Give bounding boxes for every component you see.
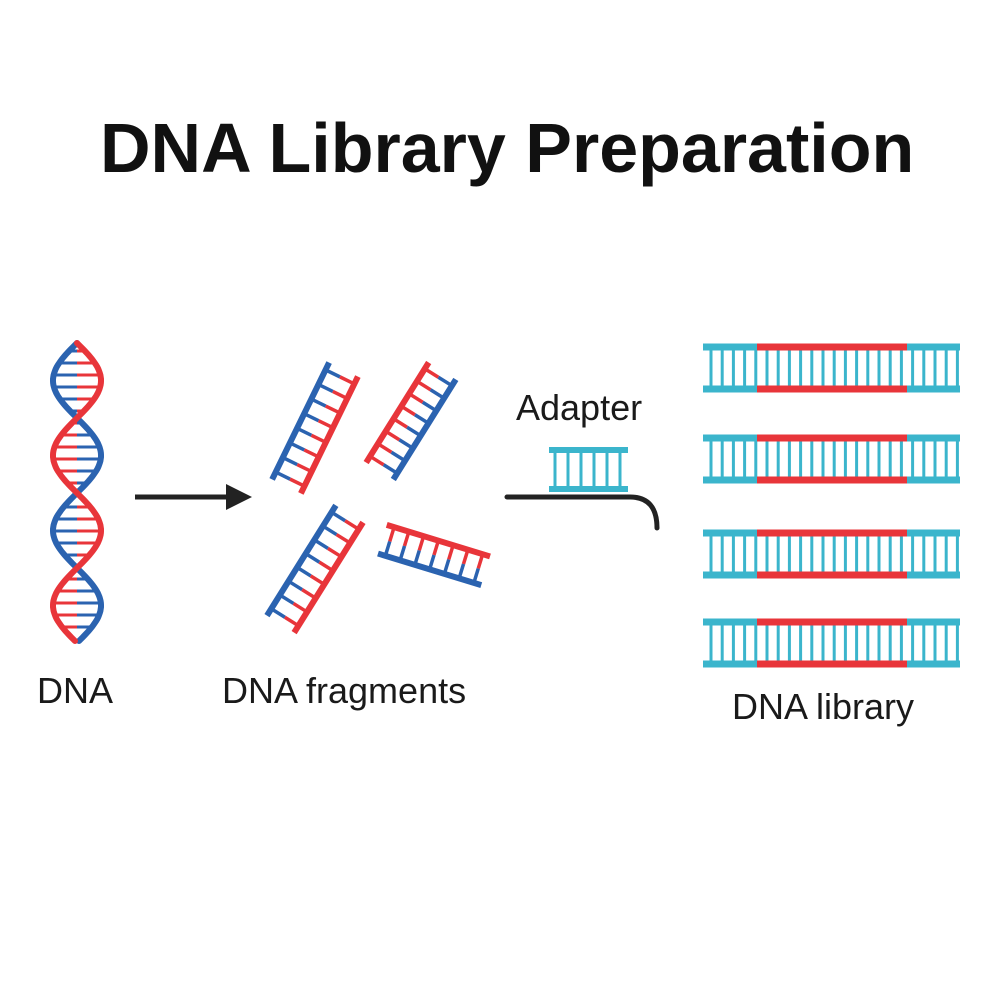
dna-library-label: DNA library [732,686,915,727]
dna-helix-icon [50,340,104,644]
library-strand-icon [703,618,960,668]
dna-fragment-icon [363,360,459,482]
dna-fragment-icon [264,503,366,635]
page-title: DNA Library Preparation [100,109,915,187]
library-strand-icon [703,434,960,484]
adapter-icon [504,447,660,531]
dna-fragments-group [264,360,491,635]
dna-label: DNA [37,670,114,711]
adapter-label: Adapter [516,387,643,428]
library-strand-icon [703,343,960,393]
library-strand-icon [703,529,960,579]
dna-library-group [703,343,960,668]
dna-fragment-icon [377,521,491,589]
arrow-icon [135,484,252,510]
dna-fragments-label: DNA fragments [222,670,467,711]
dna-fragment-icon [269,361,361,495]
